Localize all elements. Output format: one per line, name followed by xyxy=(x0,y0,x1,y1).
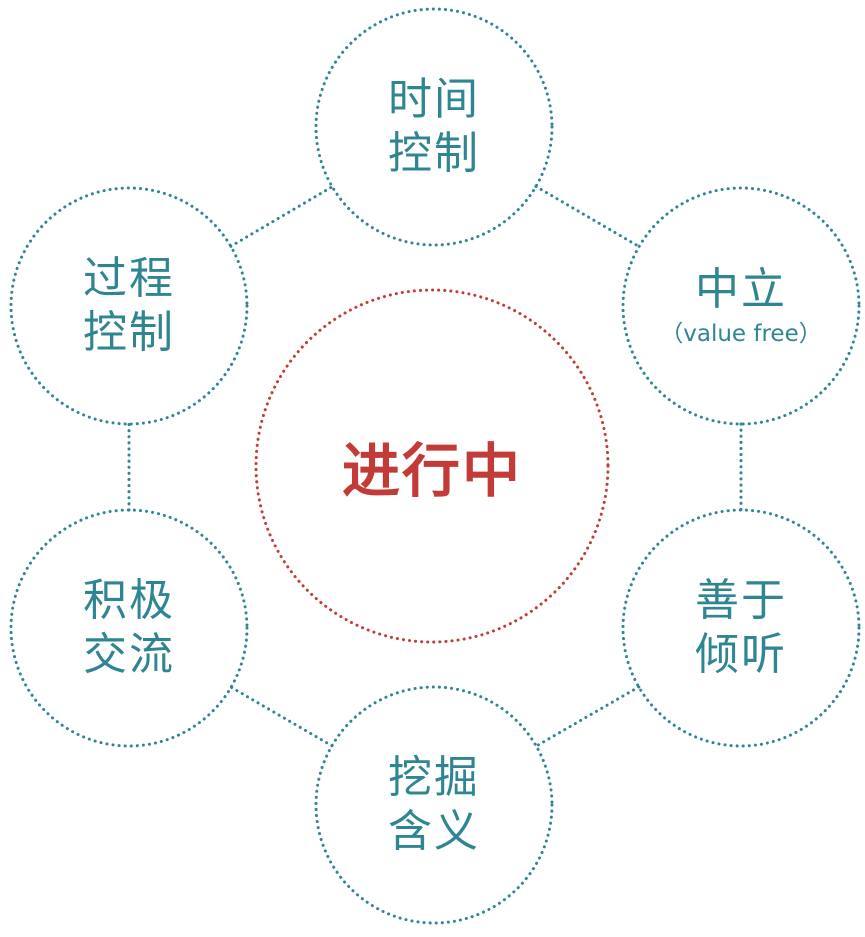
node-communicate: 积极 交流 xyxy=(11,510,247,746)
circle-process-control xyxy=(9,186,249,426)
connector-listen-to-dig-meaning xyxy=(534,685,641,748)
center-label: 进行中 xyxy=(341,437,522,505)
connector-time-control-to-neutral xyxy=(534,184,641,249)
node-neutral-subtitle: （value free） xyxy=(660,321,822,347)
node-dig-meaning-line-1: 挖掘 xyxy=(388,752,480,803)
node-listen-line-2: 倾听 xyxy=(695,629,787,680)
node-dig-meaning: 挖掘 含义 xyxy=(316,687,552,923)
node-dig-meaning-line-2: 含义 xyxy=(388,806,480,857)
circle-listen xyxy=(621,508,861,748)
connector-dig-meaning-to-communicate xyxy=(229,685,334,748)
node-process-control-line-2: 控制 xyxy=(83,307,175,358)
circle-time-control xyxy=(314,7,554,247)
connector-process-control-to-time-control xyxy=(229,185,334,248)
circle-communicate xyxy=(9,508,249,748)
node-neutral: 中立 （value free） xyxy=(623,188,859,424)
circle-dig-meaning xyxy=(314,685,554,925)
circle-center xyxy=(254,288,610,644)
node-listen: 善于 倾听 xyxy=(623,510,859,746)
node-communicate-line-1: 积极 xyxy=(83,575,175,626)
node-process-control-line-1: 过程 xyxy=(83,253,175,304)
node-neutral-line-1: 中立 xyxy=(695,264,787,315)
node-communicate-line-2: 交流 xyxy=(83,629,175,680)
node-time-control-line-1: 时间 xyxy=(388,74,480,125)
circle-neutral xyxy=(621,186,861,426)
node-time-control-line-2: 控制 xyxy=(388,128,480,179)
node-time-control: 时间 控制 xyxy=(316,9,552,245)
node-process-control: 过程 控制 xyxy=(11,188,247,424)
node-listen-line-1: 善于 xyxy=(695,575,787,626)
